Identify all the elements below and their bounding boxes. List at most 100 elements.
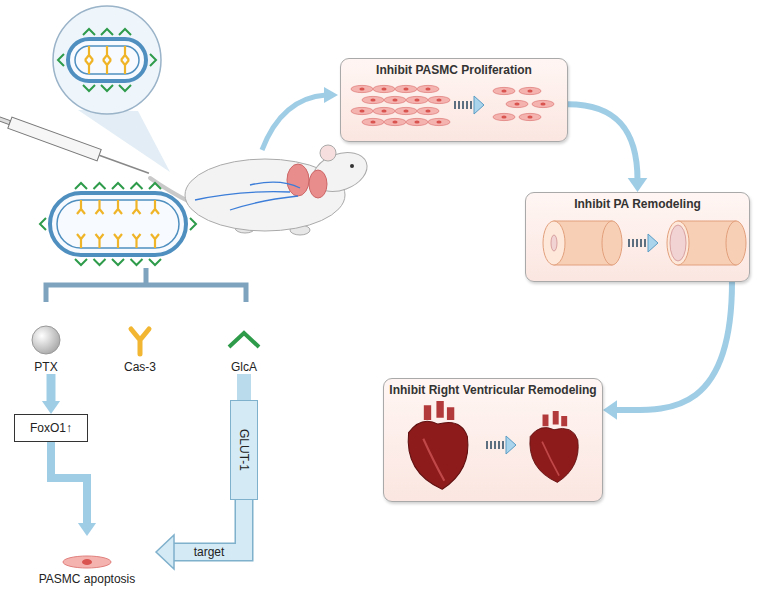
shape-ellipse [417,107,439,114]
outcome-node: PASMC apoptosis [22,536,152,586]
liposome [40,183,196,265]
arrow-head [603,400,617,420]
flow-arrow [568,104,638,180]
shape-path [408,421,468,489]
shape-line [454,101,476,109]
shape-path [114,234,122,248]
shape-ellipse [370,121,375,124]
shape-line [99,155,149,173]
shape-ellipse [359,88,364,91]
shape-path [77,234,85,248]
shape-path [190,218,196,230]
liposome-zoom [58,29,156,91]
shape-g [408,401,468,489]
shape-ellipse [351,85,373,92]
shape-ellipse [670,225,686,261]
shape-ellipse [527,90,532,93]
shape-path [94,259,106,265]
enzyme-node: Cas-3 [112,306,168,374]
shape-line [486,441,508,449]
receptor-bar: GLUT-1 [230,400,258,500]
shape-ellipse [425,88,430,91]
shape-path [133,200,141,214]
arrow-head [78,523,96,536]
shape-ellipse [540,103,545,106]
result-panel: Inhibit Right Ventricular Remodeling [383,378,603,502]
shape-ellipse [436,99,441,102]
shape-ellipse [417,85,439,92]
shape-path [114,200,122,214]
shape-ellipse [519,113,541,120]
node-label: PASMC apoptosis [39,572,136,586]
shape-ellipse [406,96,428,103]
shape-ellipse [362,96,384,103]
shape-ellipse [392,99,397,102]
shape-ellipse [370,99,375,102]
ligand-node: GlcA [216,306,272,374]
node-label: FoxO1↑ [30,421,72,435]
shape-path [101,85,113,91]
shape-polygon [648,234,658,252]
shape-path [530,427,578,482]
shape-ellipse [414,99,419,102]
shape-path [83,29,95,35]
target-arrow [173,498,244,552]
shape-ellipse [519,87,541,94]
shape-circle [350,164,354,168]
zoom-circle [53,6,161,114]
node-label: GlcA [231,360,257,374]
shape-path [112,259,124,265]
shape-ellipse [406,118,428,125]
shape-path [121,60,129,74]
shape-path [75,259,87,265]
shape-path [83,85,95,91]
shape-ellipse [403,110,408,113]
shape-ellipse [63,556,111,568]
node-label: PTX [34,360,57,374]
shape-ellipse [362,118,384,125]
shape-ellipse [308,146,373,199]
shape-path [112,183,124,189]
node-label: Cas-3 [124,360,156,374]
shape-path [96,200,104,214]
shape-path [75,183,87,189]
shape-ellipse [501,90,506,93]
shape-path [121,46,129,60]
panel-title: Inhibit Right Ventricular Remodeling [389,383,596,397]
shape-rect [68,39,146,81]
shape-svg [224,320,264,360]
node-label: GLUT-1 [237,429,251,471]
shape-svg [528,211,748,275]
shape-ellipse [381,110,386,113]
shape-path [96,234,104,248]
shape-svg [26,320,66,360]
shape-path [542,442,559,476]
shape-ellipse [527,116,532,119]
panel-title: Inhibit PA Remodeling [574,197,701,211]
shape-ellipse [543,221,565,265]
shape-ellipse [82,559,92,565]
shape-path [85,46,93,60]
shape-ellipse [726,221,746,265]
shape-path [229,333,259,347]
bracket [46,268,246,302]
syringe [0,111,151,180]
shape-ellipse [428,118,450,125]
shape-ellipse [551,235,557,251]
shape-polygon [474,96,484,114]
shape-svg [344,77,564,135]
shape-ellipse [403,88,408,91]
shape-ellipse [436,121,441,124]
flow-arrow [51,442,87,525]
shape-path [119,29,131,35]
shape-path [150,54,156,66]
shape-path [151,234,159,248]
shape-ellipse [667,221,689,265]
shape-ellipse [506,100,528,107]
shape-path [77,200,85,214]
shape-rect [57,200,179,248]
arrow-head [628,178,648,192]
shape-path [195,182,300,210]
shape-ellipse [373,107,395,114]
shape-ellipse [493,113,515,120]
